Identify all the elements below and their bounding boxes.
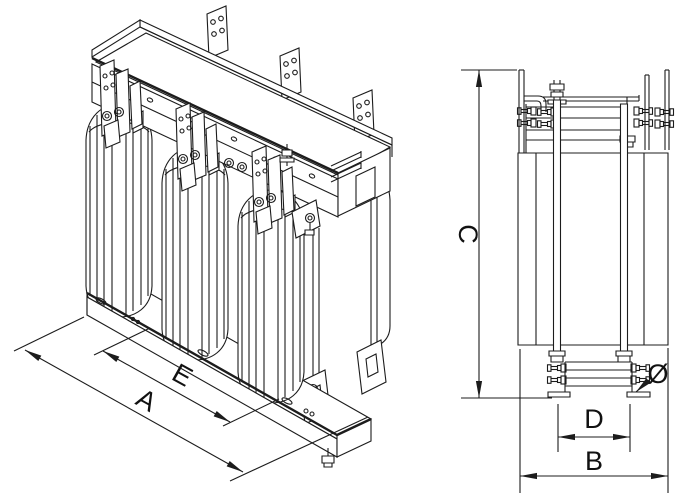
lv-phase-straps <box>99 59 295 235</box>
rear-core-frame <box>299 171 391 425</box>
top-cover-plate <box>94 32 392 177</box>
tie-rod-stud <box>547 80 567 107</box>
isometric-view: E A <box>13 5 393 482</box>
foot-bolt <box>321 448 335 468</box>
rear-foot <box>356 339 387 395</box>
base-channel <box>86 291 372 468</box>
dimension-d: D <box>557 404 631 452</box>
dim-label-diameter: Ø <box>647 359 668 389</box>
dimension-c: C <box>453 69 552 399</box>
back-clamp-rail <box>91 19 393 157</box>
right-foot-flange <box>626 391 651 398</box>
diameter-callout: Ø <box>635 359 669 393</box>
bottom-clamp <box>546 361 651 398</box>
dim-label-c: C <box>453 224 483 244</box>
top-clamp <box>516 69 675 153</box>
left-terminal-lug <box>518 69 547 153</box>
dim-label-d: D <box>584 404 604 434</box>
dim-label-b: B <box>585 446 603 476</box>
earth-stud <box>279 144 295 166</box>
core-body <box>517 152 669 346</box>
left-foot-flange <box>547 391 571 398</box>
beam-end-cap <box>291 147 391 239</box>
side-view: C Ø D B <box>453 69 675 493</box>
dimension-b: B <box>519 348 669 493</box>
